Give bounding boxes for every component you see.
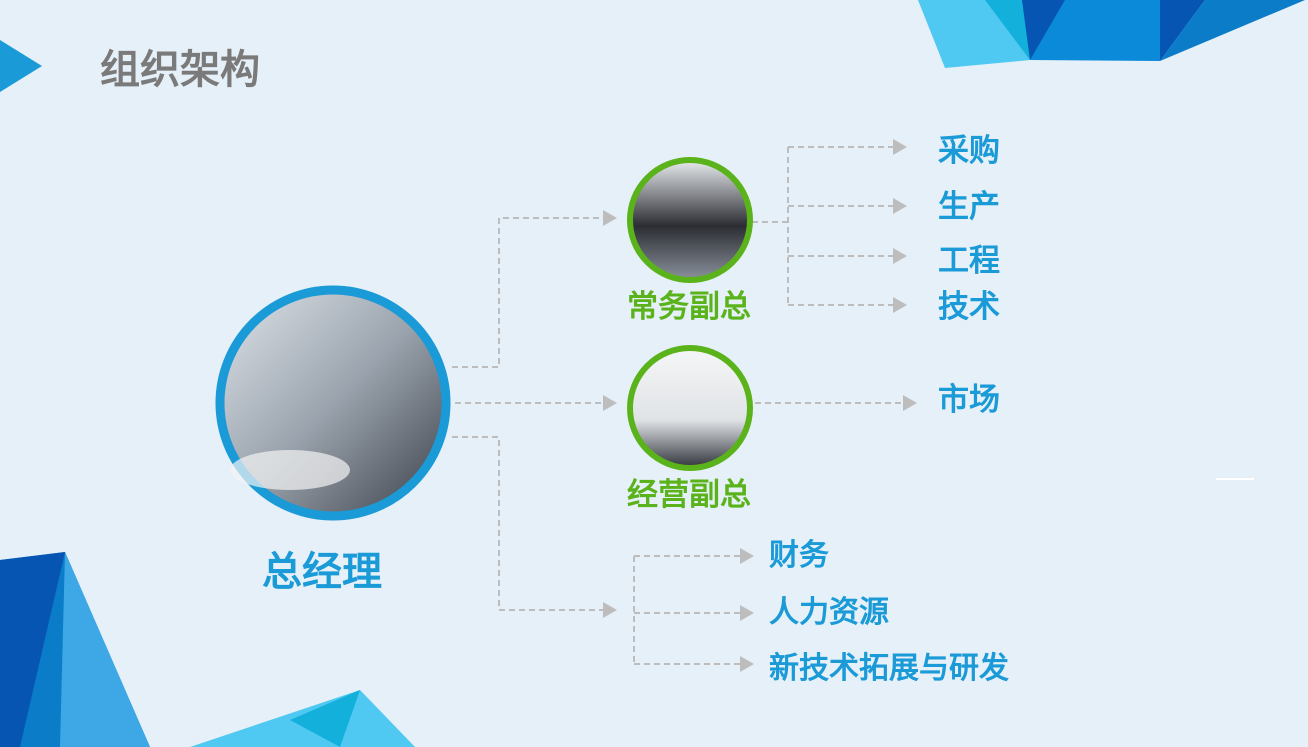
dept-marketing: 市场 bbox=[938, 382, 1000, 418]
executive-vp-photo bbox=[627, 157, 753, 283]
dept-hr: 人力资源 bbox=[769, 595, 889, 630]
decor-bottom-left bbox=[0, 552, 415, 747]
executive-vp-label: 常务副总 bbox=[627, 289, 751, 325]
dept-engineering: 工程 bbox=[938, 243, 1000, 279]
decor-top-left bbox=[0, 40, 42, 92]
dept-rnd: 新技术拓展与研发 bbox=[769, 651, 1009, 686]
dept-finance: 财务 bbox=[769, 538, 829, 573]
business-vp-label: 经营副总 bbox=[627, 477, 751, 513]
dept-technology: 技术 bbox=[938, 289, 1000, 325]
page-title: 组织架构 bbox=[100, 47, 260, 93]
dept-procurement: 采购 bbox=[938, 133, 1000, 169]
connectors bbox=[452, 139, 917, 672]
dept-production: 生产 bbox=[938, 189, 1000, 225]
general-manager-label: 总经理 bbox=[262, 549, 382, 595]
general-manager-photo bbox=[215, 285, 451, 521]
business-vp-photo bbox=[627, 345, 753, 471]
decor-top-right bbox=[918, 0, 1305, 68]
